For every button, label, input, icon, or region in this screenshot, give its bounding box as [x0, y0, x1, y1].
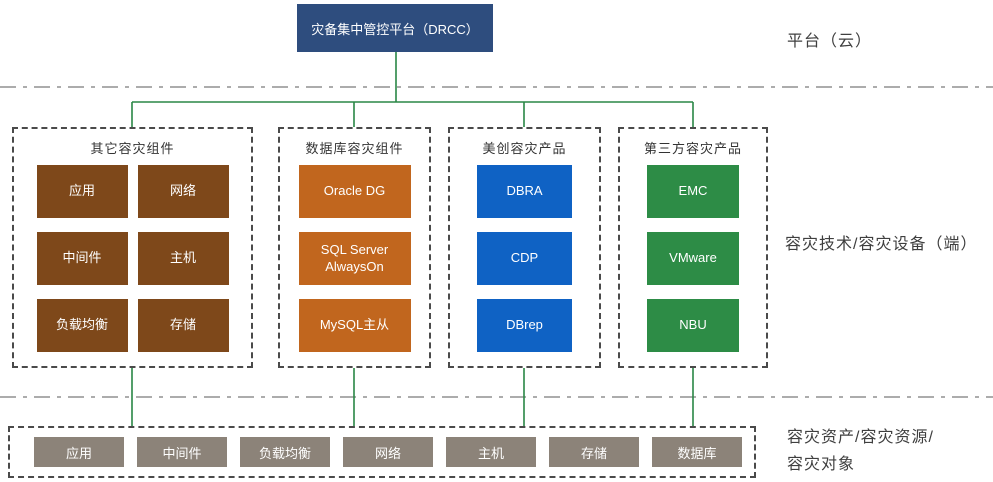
component-box: 中间件: [36, 232, 128, 285]
dr-resources-container: 应用 中间件 负载均衡 网络 主机 存储 数据库: [8, 426, 756, 478]
resource-box: 主机: [446, 437, 536, 467]
group-other-dr-components: 其它容灾组件 应用 网络 中间件 主机 负载均衡 存储: [12, 127, 253, 368]
resource-box: 存储: [549, 437, 639, 467]
component-box: CDP: [477, 232, 572, 285]
resource-box: 数据库: [652, 437, 742, 467]
component-box: VMware: [647, 232, 739, 285]
group-meichuang-dr-products: 美创容灾产品 DBRA CDP DBrep: [448, 127, 601, 368]
root-platform-label: 灾备集中管控平台（DRCC）: [311, 21, 479, 37]
group-title: 数据库容灾组件: [305, 141, 404, 156]
layer-label-platform-cloud: 平台（云）: [787, 33, 873, 50]
resource-box: 网络: [343, 437, 433, 467]
component-box: SQL Server AlwaysOn: [298, 232, 411, 285]
layer-label-dr-assets-line1: 容灾资产/容灾资源/: [787, 429, 934, 446]
root-to-groups-connector: [131, 52, 694, 127]
component-box: 网络: [137, 165, 229, 218]
group-title: 其它容灾组件: [90, 141, 175, 156]
component-box: MySQL主从: [298, 299, 411, 352]
group-title: 第三方容灾产品: [643, 141, 742, 156]
component-box: 主机: [137, 232, 229, 285]
group-items-grid: DBRA CDP DBrep: [477, 165, 572, 352]
component-box: Oracle DG: [298, 165, 411, 218]
component-box: NBU: [647, 299, 739, 352]
component-box: DBrep: [477, 299, 572, 352]
layer-label-dr-assets: 容灾资产/容灾资源/ 容灾对象: [787, 424, 934, 478]
root-platform-node: 灾备集中管控平台（DRCC）: [297, 4, 493, 52]
group-items-grid: EMC VMware NBU: [647, 165, 739, 352]
component-box: 负载均衡: [36, 299, 128, 352]
group-items-grid: Oracle DG SQL Server AlwaysOn MySQL主从: [298, 165, 411, 352]
component-box: 应用: [36, 165, 128, 218]
groups-to-resources-connector: [131, 368, 694, 426]
component-box: DBRA: [477, 165, 572, 218]
group-items-grid: 应用 网络 中间件 主机 负载均衡 存储: [36, 165, 229, 352]
resource-box: 中间件: [137, 437, 227, 467]
group-title: 美创容灾产品: [482, 141, 567, 156]
resource-box: 负载均衡: [240, 437, 330, 467]
resource-box: 应用: [34, 437, 124, 467]
component-box: 存储: [137, 299, 229, 352]
layer-label-dr-assets-line2: 容灾对象: [787, 456, 856, 473]
component-box: EMC: [647, 165, 739, 218]
group-thirdparty-dr-products: 第三方容灾产品 EMC VMware NBU: [618, 127, 768, 368]
group-database-dr-components: 数据库容灾组件 Oracle DG SQL Server AlwaysOn My…: [278, 127, 431, 368]
layer-label-dr-tech-devices: 容灾技术/容灾设备（端）: [785, 236, 978, 253]
